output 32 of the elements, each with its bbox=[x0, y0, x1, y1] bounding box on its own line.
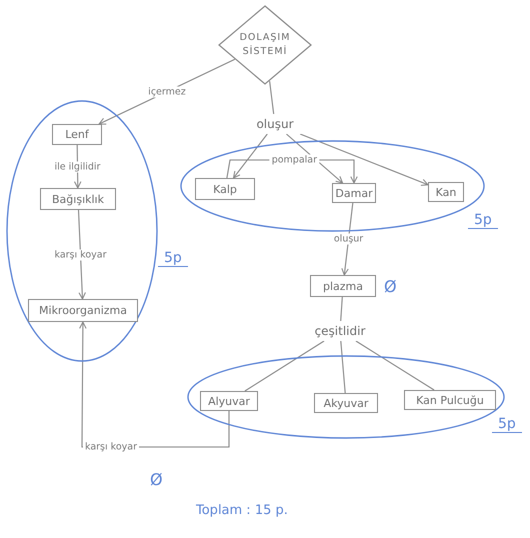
arrow bbox=[78, 210, 86, 300]
connector-line bbox=[244, 340, 324, 392]
concept-box: plazma bbox=[310, 275, 376, 297]
concept-box: Mikroorganizma bbox=[28, 299, 138, 322]
concept-box: Lenf bbox=[52, 124, 102, 145]
concept-box: Akyuvar bbox=[314, 393, 378, 413]
score-mark: 5p bbox=[158, 250, 188, 267]
arrow bbox=[300, 133, 429, 186]
connector-line bbox=[356, 340, 434, 390]
edge-label: karşı koyar bbox=[82, 442, 139, 452]
edge-label: oluşur bbox=[332, 234, 366, 244]
edge-label: ile ilgilidir bbox=[52, 161, 102, 172]
score-mark: 5p bbox=[492, 416, 522, 433]
edge-label: karşı koyar bbox=[52, 249, 108, 260]
concept-box: Kan Pulcuğu bbox=[404, 390, 496, 410]
edge-label: pompalar bbox=[270, 154, 320, 166]
arrow bbox=[232, 134, 268, 179]
connector-line bbox=[340, 296, 343, 322]
connector-line bbox=[340, 340, 346, 394]
score-mark: 5p bbox=[468, 212, 498, 229]
concept-box: Alyuvar bbox=[200, 391, 258, 411]
concept-box: Kalp bbox=[195, 178, 255, 200]
concept-box: Kan bbox=[428, 182, 464, 202]
circled-group-outline bbox=[6, 100, 158, 362]
concept-box: Damar bbox=[332, 183, 376, 203]
zero-score-mark: Ø bbox=[384, 277, 397, 296]
score-note: Toplam : 15 p. bbox=[196, 503, 288, 518]
score-note: Ø bbox=[150, 470, 163, 489]
edge-label: içermez bbox=[146, 86, 188, 98]
decision-diamond: DOLAŞIM SİSTEMİ bbox=[218, 5, 312, 85]
concept-box: Bağışıklık bbox=[40, 188, 116, 210]
connector-line bbox=[269, 81, 274, 114]
